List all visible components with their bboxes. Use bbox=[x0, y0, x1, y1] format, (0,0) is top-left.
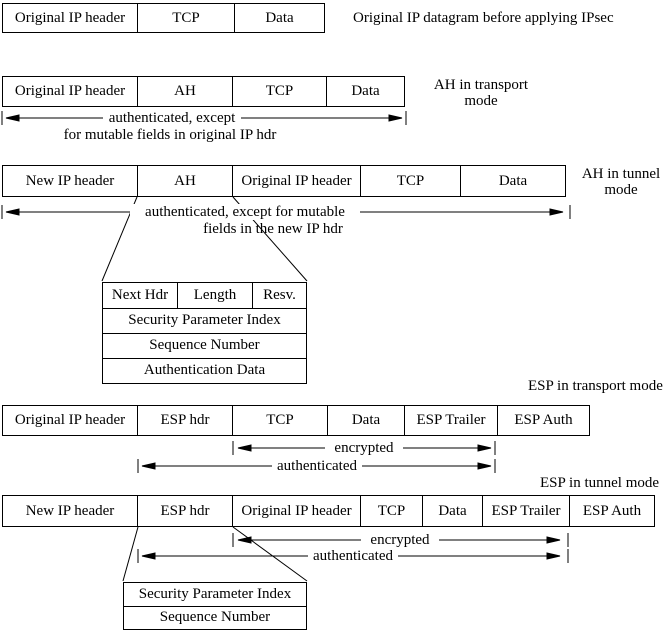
cell-tcp: TCP bbox=[137, 4, 234, 32]
esp-transport-enc-arrowhead-right bbox=[477, 444, 492, 452]
cell-resv: Resv. bbox=[252, 283, 306, 308]
cell-new-ip-header: New IP header bbox=[25, 503, 115, 519]
cell-tcp: TCP bbox=[232, 77, 326, 106]
esp-detail-funnel-left bbox=[122, 526, 139, 582]
ah-transport-auth-text2: for mutable fields in original IP hdr bbox=[63, 127, 277, 143]
ah-transport-auth-arrowhead-left bbox=[5, 114, 20, 122]
cell-data: Data bbox=[460, 166, 565, 196]
cell-esp-trailer: ESP Trailer bbox=[404, 406, 497, 435]
esp-transport-auth-arrowhead-right bbox=[477, 462, 492, 470]
cell-data: Data bbox=[327, 406, 404, 435]
cell-original-ip-header: Original IP header bbox=[14, 412, 126, 428]
cell-data: Data bbox=[234, 4, 324, 32]
ah-header-detail: Next Hdr Length Resv. Security Parameter… bbox=[102, 282, 307, 384]
esp-transport-enc-text: encrypted bbox=[325, 440, 403, 456]
esp-tunnel-enc-arrowhead-left bbox=[237, 536, 252, 544]
ah-transport-auth-text: authenticated, except bbox=[103, 110, 241, 126]
label-line: AH in tunnel bbox=[581, 166, 661, 182]
cell-esp-auth: ESP Auth bbox=[569, 496, 654, 526]
label-ah-tunnel-mode: AH in tunnel mode bbox=[576, 166, 666, 198]
cell-esp-trailer: ESP Trailer bbox=[482, 496, 569, 526]
ah-tunnel-auth-arrowhead-right bbox=[549, 208, 564, 216]
cell-data: Data bbox=[326, 77, 404, 106]
ah-tunnel-auth-text2: fields in the new IP hdr bbox=[203, 221, 343, 237]
ah-detail-header-row: Next Hdr Length Resv. bbox=[103, 283, 306, 308]
ah-transport-auth-arrowhead-right bbox=[388, 114, 403, 122]
esp-tunnel-auth-arrowhead-left bbox=[141, 552, 156, 560]
cell-tcp: TCP bbox=[360, 496, 422, 526]
esp-tunnel-enc-arrowhead-right bbox=[546, 536, 561, 544]
packet-ah-transport: Original IP header AH TCP Data bbox=[2, 76, 405, 107]
cell-original-ip-header: Original IP header bbox=[14, 10, 126, 26]
esp-tunnel-auth-arrowhead-right bbox=[546, 552, 561, 560]
label-line: mode bbox=[464, 93, 498, 109]
cell-ah: AH bbox=[137, 77, 232, 106]
cell-next-hdr: Next Hdr bbox=[111, 287, 169, 303]
cell-length: Length bbox=[177, 283, 252, 308]
esp-detail-spi-row: Security Parameter Index bbox=[138, 586, 292, 602]
esp-header-detail: Security Parameter Index Sequence Number bbox=[123, 582, 307, 630]
esp-transport-enc-arrowhead-left bbox=[237, 444, 252, 452]
label-ah-transport-mode: AH in transport mode bbox=[425, 77, 537, 109]
label-esp-tunnel-mode: ESP in tunnel mode bbox=[540, 475, 660, 491]
cell-new-ip-header: New IP header bbox=[25, 173, 115, 189]
ah-tunnel-auth-arrowhead-left bbox=[5, 208, 20, 216]
cell-esp-hdr: ESP hdr bbox=[137, 406, 232, 435]
esp-detail-funnel-right bbox=[232, 526, 308, 582]
packet-ah-tunnel: New IP header AH Original IP header TCP … bbox=[2, 165, 566, 197]
packet-esp-transport: Original IP header ESP hdr TCP Data ESP … bbox=[2, 405, 590, 436]
ah-detail-auth-data-row: Authentication Data bbox=[103, 358, 306, 383]
cell-esp-auth: ESP Auth bbox=[497, 406, 589, 435]
packet-original-datagram: Original IP header TCP Data bbox=[2, 3, 325, 33]
cell-original-ip-header: Original IP header bbox=[232, 496, 360, 526]
cell-ah: AH bbox=[137, 166, 232, 196]
label-esp-transport-mode: ESP in transport mode bbox=[528, 378, 663, 394]
cell-data: Data bbox=[422, 496, 482, 526]
esp-transport-auth-text: authenticated bbox=[272, 458, 362, 474]
ah-detail-seq-row: Sequence Number bbox=[103, 333, 306, 358]
cell-tcp: TCP bbox=[232, 406, 327, 435]
cell-tcp: TCP bbox=[360, 166, 460, 196]
label-line: mode bbox=[604, 182, 638, 198]
esp-transport-auth-arrowhead-left bbox=[141, 462, 156, 470]
cell-esp-hdr: ESP hdr bbox=[137, 496, 232, 526]
label-line: AH in transport bbox=[433, 77, 529, 93]
packet-esp-tunnel: New IP header ESP hdr Original IP header… bbox=[2, 495, 655, 527]
cell-original-ip-header: Original IP header bbox=[232, 166, 360, 196]
ah-detail-spi-row: Security Parameter Index bbox=[103, 308, 306, 333]
cell-original-ip-header: Original IP header bbox=[14, 83, 126, 99]
esp-tunnel-auth-text: authenticated bbox=[308, 548, 398, 564]
caption-original-datagram: Original IP datagram before applying IPs… bbox=[353, 10, 614, 26]
esp-tunnel-enc-text: encrypted bbox=[361, 532, 439, 548]
esp-detail-seq-row: Sequence Number bbox=[124, 606, 306, 629]
ah-tunnel-auth-text: authenticated, except for mutable bbox=[130, 204, 360, 220]
